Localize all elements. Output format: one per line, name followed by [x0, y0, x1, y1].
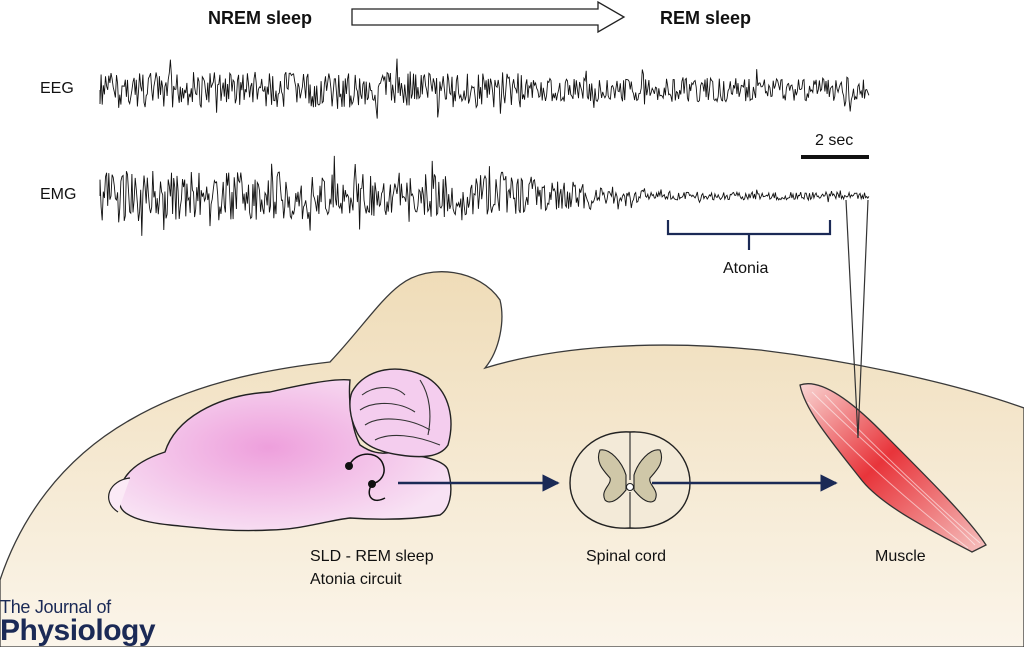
atonia-label: Atonia: [723, 260, 769, 277]
brain-label-line2: Atonia circuit: [310, 571, 402, 588]
eeg-trace: [99, 58, 870, 119]
scale-bar-label: 2 sec: [815, 132, 854, 149]
stage-label-rem: REM sleep: [660, 8, 752, 28]
emg-label: EMG: [40, 186, 77, 203]
muscle-label: Muscle: [875, 548, 926, 565]
sld-projection: [348, 453, 385, 485]
journal-logo-line2: Physiology: [0, 614, 156, 647]
transition-arrow: [351, 0, 626, 34]
eeg-label: EEG: [40, 80, 74, 97]
stage-label-nrem: NREM sleep: [208, 8, 313, 28]
brain: [108, 368, 452, 532]
spinal-cord-label: Spinal cord: [586, 548, 667, 565]
emg-trace: [99, 155, 870, 236]
journal-logo-line1: The Journal of: [0, 597, 111, 617]
muscle: [799, 383, 987, 553]
spinal-cord-section: [569, 431, 691, 529]
olfactory-bulb: [108, 477, 131, 513]
body-silhouette: [0, 271, 1024, 647]
brain-label-line1: SLD - REM sleep: [310, 548, 434, 565]
cerebellum-folds: [359, 379, 441, 446]
atonia-bracket: [666, 220, 832, 250]
grey-matter: [597, 449, 663, 503]
emg-electrode: [845, 199, 869, 439]
medulla-projection: [368, 483, 386, 502]
